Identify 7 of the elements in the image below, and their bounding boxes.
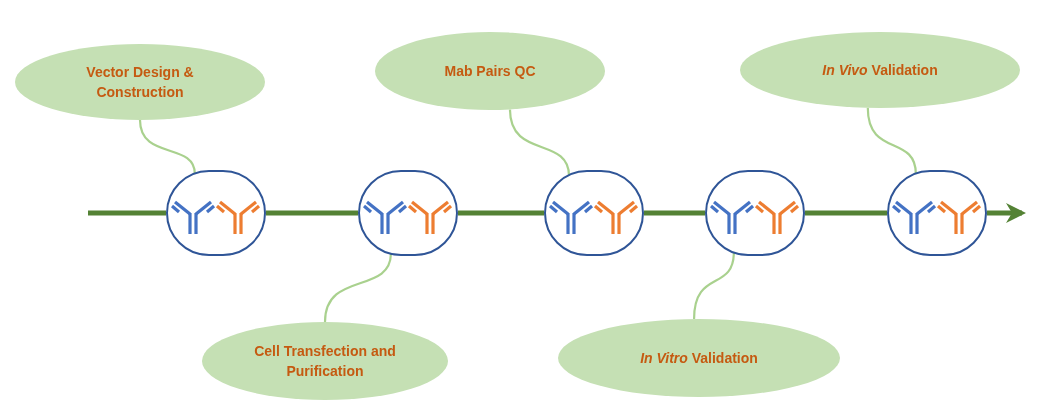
step-label: Mab Pairs QC: [444, 62, 536, 81]
timeline-arrow: [987, 203, 1026, 223]
step-label: Cell Transfection and Purification: [253, 342, 397, 381]
leader-line: [508, 109, 571, 176]
step-label: In Vitro Validation: [640, 349, 758, 368]
step-label: Vector Design & Construction: [85, 63, 195, 102]
step-label: In Vivo Validation: [822, 61, 938, 80]
